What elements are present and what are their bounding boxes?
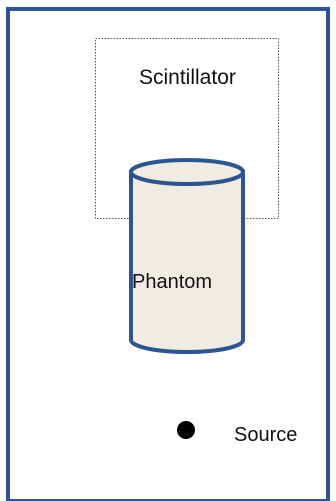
outer-frame xyxy=(6,7,330,501)
phantom-body xyxy=(129,170,245,354)
phantom-top xyxy=(129,158,245,186)
source-dot xyxy=(177,421,195,439)
scintillator-label: Scintillator xyxy=(139,66,236,89)
phantom-cylinder xyxy=(129,158,245,354)
phantom-label: Phantom xyxy=(132,271,213,293)
source-label: Source xyxy=(234,424,298,446)
